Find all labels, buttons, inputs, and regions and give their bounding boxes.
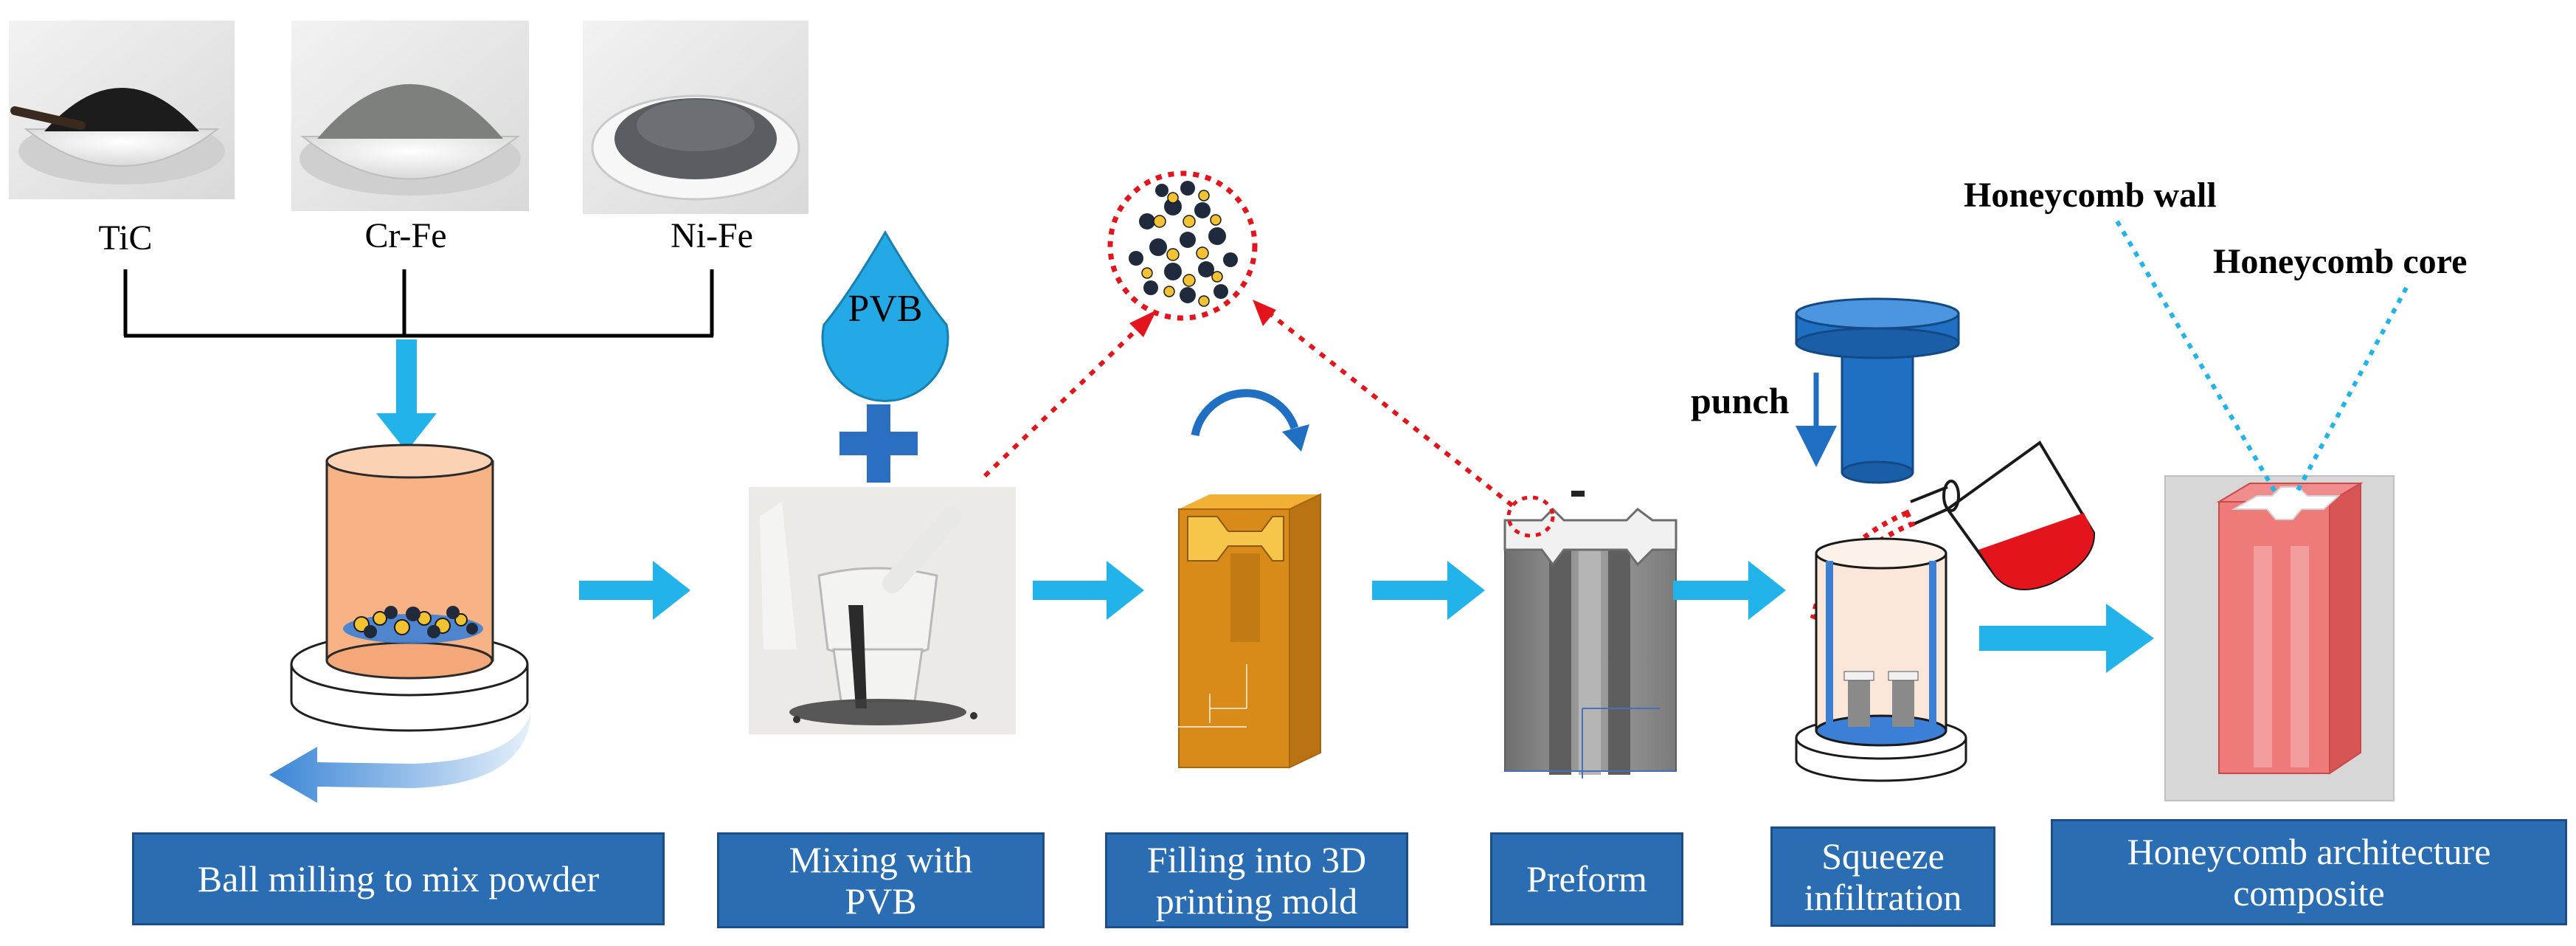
zoom-guide-arrowhead-1: [1129, 310, 1157, 337]
preform-detail-marker: [1506, 495, 1555, 538]
infiltration-die-icon: [1795, 537, 1967, 782]
tic-powder-photo: [9, 21, 235, 199]
step-honeycomb-composite-box: Honeycomb architecture composite: [2051, 819, 2567, 925]
honeycomb-wall-pointer: [2115, 220, 2278, 494]
punch-icon: [1795, 297, 1960, 484]
honeycomb-core-label: Honeycomb core: [2213, 242, 2467, 281]
powder-particles-zoom-circle: [1107, 170, 1258, 321]
powder-merge-bracket: [123, 269, 714, 338]
mortar-pestle-photo: [749, 487, 1016, 734]
pvb-drop-icon: [821, 230, 949, 402]
punch-label: punch: [1691, 380, 1790, 421]
ball-mill-icon: [290, 443, 529, 732]
step-mixing-pvb-box: Mixing with PVB: [717, 832, 1045, 928]
cr-fe-powder-photo: [291, 21, 529, 211]
ni-fe-powder-photo: [583, 21, 809, 214]
material-label-tic: TiC: [99, 218, 153, 258]
step-squeeze-infiltration-box: Squeeze infiltration: [1770, 826, 1995, 927]
flow-arrow-5: [1979, 604, 2154, 673]
flow-arrow-1: [579, 561, 690, 620]
printing-mold-icon: [1166, 389, 1321, 769]
flow-arrow-4: [1673, 561, 1786, 620]
pvb-drop-label: PVB: [848, 288, 922, 330]
honeycomb-wall-label: Honeycomb wall: [1964, 176, 2217, 215]
preform-icon: [1503, 491, 1677, 778]
honeycomb-core-pointer: [2293, 286, 2409, 496]
step-filling-mold-box: Filling into 3D printing mold: [1105, 832, 1408, 928]
zoom-guide-line-1: [983, 321, 1146, 478]
rotation-arrow-icon: [269, 712, 531, 803]
honeycomb-composite-icon: [2164, 475, 2395, 801]
zoom-guide-arrowhead-2: [1253, 300, 1276, 326]
pouring-beaker-icon: [1910, 441, 2096, 590]
flow-arrow-2: [1033, 561, 1144, 620]
step-preform-box: Preform: [1490, 832, 1683, 925]
material-label-cr-fe: Cr-Fe: [364, 216, 446, 255]
down-arrow-icon: [376, 339, 437, 452]
flow-arrow-3: [1372, 561, 1485, 620]
material-label-ni-fe: Ni-Fe: [671, 216, 753, 255]
plus-icon: [839, 404, 918, 483]
zoom-guide-line-2: [1264, 308, 1514, 508]
step-ball-milling-box: Ball milling to mix powder: [132, 832, 665, 925]
